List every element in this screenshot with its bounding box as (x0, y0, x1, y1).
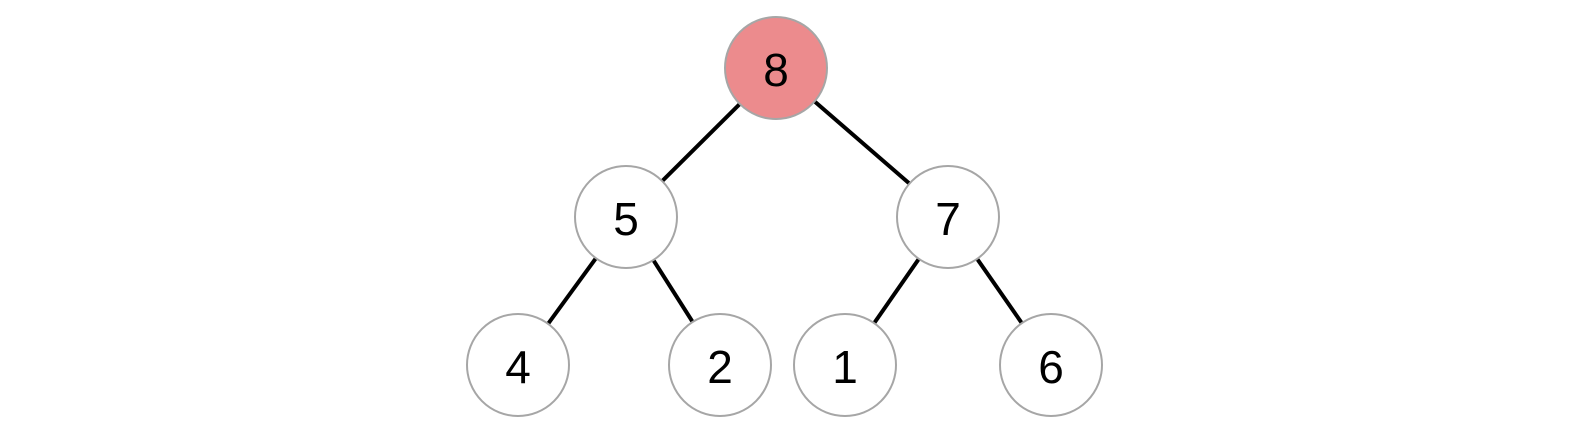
tree-node-1: 1 (793, 313, 897, 417)
tree-node-2: 2 (668, 313, 772, 417)
tree-nodes-layer: 8 5 7 4 2 1 6 (466, 16, 1103, 417)
tree-node-circle (574, 165, 678, 269)
tree-node-8: 8 (724, 16, 828, 120)
tree-node-label: 4 (505, 341, 531, 393)
tree-node-label: 7 (935, 193, 961, 245)
tree-node-7: 7 (896, 165, 1000, 269)
tree-node-label: 8 (763, 44, 789, 96)
tree-node-circle (466, 313, 570, 417)
tree-node-label: 5 (613, 193, 639, 245)
tree-node-circle (896, 165, 1000, 269)
tree-node-label: 6 (1038, 341, 1064, 393)
tree-node-6: 6 (999, 313, 1103, 417)
tree-node-circle-highlighted (724, 16, 828, 120)
tree-node-circle (999, 313, 1103, 417)
tree-node-4: 4 (466, 313, 570, 417)
tree-node-label: 2 (707, 341, 733, 393)
tree-node-label: 1 (832, 341, 858, 393)
tree-node-circle (793, 313, 897, 417)
tree-node-5: 5 (574, 165, 678, 269)
tree-node-circle (668, 313, 772, 417)
